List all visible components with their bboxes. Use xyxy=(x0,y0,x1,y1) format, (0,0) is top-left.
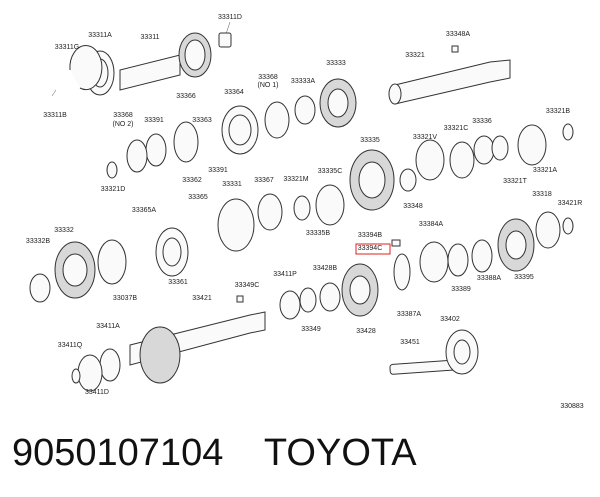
callout-label: 33361 xyxy=(168,279,188,286)
callout-label: 33348A xyxy=(446,31,470,38)
callout-label: 33321C xyxy=(444,125,469,132)
callout-label: 33402 xyxy=(440,316,460,323)
callout-label: 33387A xyxy=(397,311,421,318)
callout-label: 33388A xyxy=(477,275,501,282)
callout-label: 33332B xyxy=(26,238,50,245)
callout-label: 33349C xyxy=(235,282,260,289)
brand-name: TOYOTA xyxy=(263,432,417,474)
callout-label: 33421R xyxy=(558,200,583,207)
input-shaft-assembly xyxy=(51,21,232,97)
callout-label: 33394B xyxy=(358,232,382,239)
callout-label: 33363 xyxy=(192,117,212,124)
callout-label: 33348 xyxy=(403,203,423,210)
callout-label: 33333 xyxy=(326,60,346,67)
callout-label: 33391 xyxy=(144,117,164,124)
callout-label: 33365 xyxy=(188,194,208,201)
callout-label: 33321 xyxy=(405,52,425,59)
callout-label: 33321D xyxy=(101,186,126,193)
callout-label: 33321B xyxy=(546,108,570,115)
callout-label: 33411A xyxy=(96,323,120,330)
callout-labels: 33311D 33311A 33311 33311G 33311B 33348A 33321… xyxy=(26,14,584,410)
callout-label: 33411P xyxy=(273,271,297,278)
callout-label: 33365A xyxy=(132,207,156,214)
callout-label: 33367 xyxy=(254,177,274,184)
callout-label: 33311 xyxy=(141,34,160,41)
callout-label: 33389 xyxy=(451,286,471,293)
callout-label: 33411Q xyxy=(58,342,83,349)
callout-label: 33311B xyxy=(43,112,67,119)
callout-label: 330883 xyxy=(560,403,583,410)
callout-label: 33411D xyxy=(85,389,109,396)
callout-label: 33321A xyxy=(533,167,557,174)
reverse-gear-assembly xyxy=(279,211,574,375)
highlight-box xyxy=(355,243,391,255)
callout-label: 33362 xyxy=(182,177,202,184)
callout-label: 33335 xyxy=(360,137,380,144)
callout-label: 33368 xyxy=(113,112,133,119)
callout-label: 33391 xyxy=(208,167,228,174)
callout-label: 33395 xyxy=(514,274,534,281)
callout-label: 33421 xyxy=(192,295,212,302)
part-footer: 9050107104 TOYOTA xyxy=(12,432,592,482)
callout-label: (NO 2) xyxy=(113,121,134,128)
callout-label: 33332 xyxy=(54,227,74,234)
callout-label: 33331 xyxy=(222,181,242,188)
callout-label: 33451 xyxy=(400,339,420,346)
parts-exploded-diagram: 33311D 33311A 33311 33311G 33311B 33348A 33321… xyxy=(26,14,584,410)
callout-label: 33333A xyxy=(291,78,315,85)
callout-label-highlighted: 33394C xyxy=(358,245,383,252)
callout-label: 33336 xyxy=(472,118,492,125)
callout-label: 33368 xyxy=(258,74,278,81)
part-number: 9050107104 xyxy=(12,432,224,474)
counter-gear-assembly xyxy=(155,123,574,277)
callout-label: 33364 xyxy=(224,89,244,96)
callout-label: 33335C xyxy=(318,168,343,175)
callout-label: 33318 xyxy=(532,191,552,198)
callout-label: 33428 xyxy=(356,328,376,335)
callout-label: (NO 1) xyxy=(258,82,279,89)
callout-label: 33366 xyxy=(176,93,196,100)
output-shaft-assembly xyxy=(106,45,511,179)
callout-label: 33037B xyxy=(113,295,137,302)
callout-label: 33321M xyxy=(283,176,308,183)
callout-label: 33311G xyxy=(55,44,79,51)
countershaft-assembly xyxy=(29,239,266,392)
callout-label: 33335B xyxy=(306,230,330,237)
callout-label: 33321V xyxy=(413,134,437,141)
callout-label: 33311A xyxy=(88,32,112,39)
callout-label: 33321T xyxy=(503,178,527,185)
callout-label: 33428B xyxy=(313,265,337,272)
callout-label: 33311D xyxy=(218,14,242,21)
callout-label: 33384A xyxy=(419,221,443,228)
callout-label: 33349 xyxy=(301,326,321,333)
